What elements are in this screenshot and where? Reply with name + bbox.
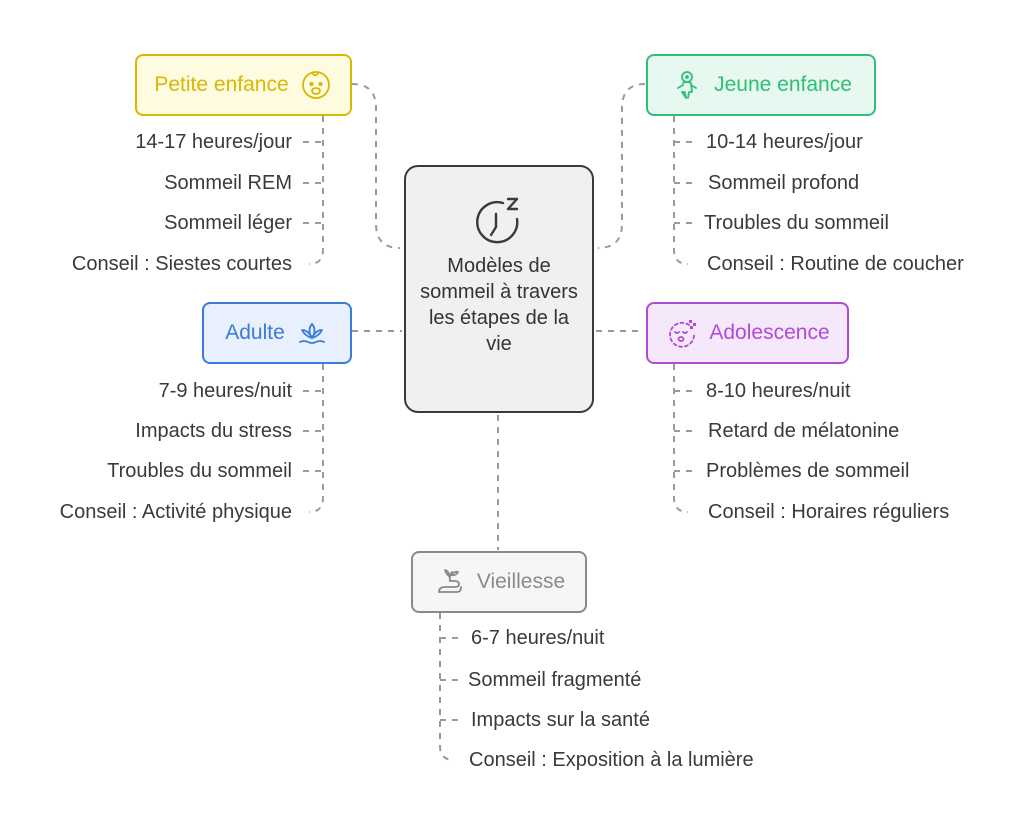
leaf-adolescence-3: Problèmes de sommeil	[706, 460, 910, 482]
leaf-adulte-3: Troubles du sommeil	[107, 460, 292, 482]
leaf-adulte-1: 7-9 heures/nuit	[158, 380, 292, 402]
stage-adolescence: Adolescence	[646, 302, 849, 364]
leaf-petite-enfance-3: Sommeil léger	[164, 212, 292, 234]
stage-jeune-enfance: Jeune enfance	[646, 54, 876, 116]
leaf-petite-enfance-4: Conseil : Siestes courtes	[71, 253, 292, 275]
leaf-jeune-enfance-3: Troubles du sommeil	[704, 212, 889, 234]
stage-label: Vieillesse	[476, 570, 566, 593]
stage-adulte: Adulte	[202, 302, 352, 364]
leaf-vieillesse-3: Impacts sur la santé	[471, 709, 650, 731]
sleep-clock-icon	[469, 187, 529, 247]
connector-jeune-enfance	[597, 83, 646, 249]
leaf-jeune-enfance-1: 10-14 heures/jour	[706, 131, 863, 153]
leaf-adulte-4: Conseil : Activité physique	[59, 501, 292, 523]
leaf-adulte-2: Impacts du stress	[135, 420, 292, 442]
leaf-vieillesse-1: 6-7 heures/nuit	[471, 627, 605, 649]
stage-label: Petite enfance	[154, 73, 289, 96]
branch-adolescence	[673, 364, 689, 513]
leaf-adolescence-2: Retard de mélatonine	[708, 420, 900, 442]
hand-sprout-icon	[433, 565, 467, 599]
child-icon	[670, 68, 704, 102]
stage-vieillesse: Vieillesse	[411, 551, 587, 613]
stage-label: Adulte	[225, 321, 285, 344]
branch-adulte	[308, 364, 324, 513]
sleepy-face-icon	[665, 316, 699, 350]
stage-label: Jeune enfance	[714, 73, 852, 96]
baby-face-icon	[299, 68, 333, 102]
leaf-vieillesse-4: Conseil : Exposition à la lumière	[469, 749, 754, 771]
leaf-jeune-enfance-2: Sommeil profond	[708, 172, 860, 194]
leaf-vieillesse-2: Sommeil fragmenté	[468, 669, 642, 691]
stage-petite-enfance: Petite enfance	[135, 54, 352, 116]
branch-jeune-enfance	[673, 116, 689, 265]
center-title: Modèles de sommeil à travers les étapes …	[420, 255, 578, 355]
leaf-petite-enfance-2: Sommeil REM	[164, 172, 292, 194]
lotus-icon	[295, 316, 329, 350]
leaf-adolescence-1: 8-10 heures/nuit	[706, 380, 851, 402]
branch-petite-enfance	[308, 116, 324, 265]
leaf-jeune-enfance-4: Conseil : Routine de coucher	[707, 253, 964, 275]
stage-label: Adolescence	[709, 321, 830, 344]
connector-petite-enfance	[351, 83, 401, 249]
leaf-adolescence-4: Conseil : Horaires réguliers	[708, 501, 950, 523]
center-node: Modèles de sommeil à travers les étapes …	[404, 165, 594, 413]
branch-vieillesse	[439, 613, 455, 761]
leaf-petite-enfance-1: 14-17 heures/jour	[135, 131, 292, 153]
